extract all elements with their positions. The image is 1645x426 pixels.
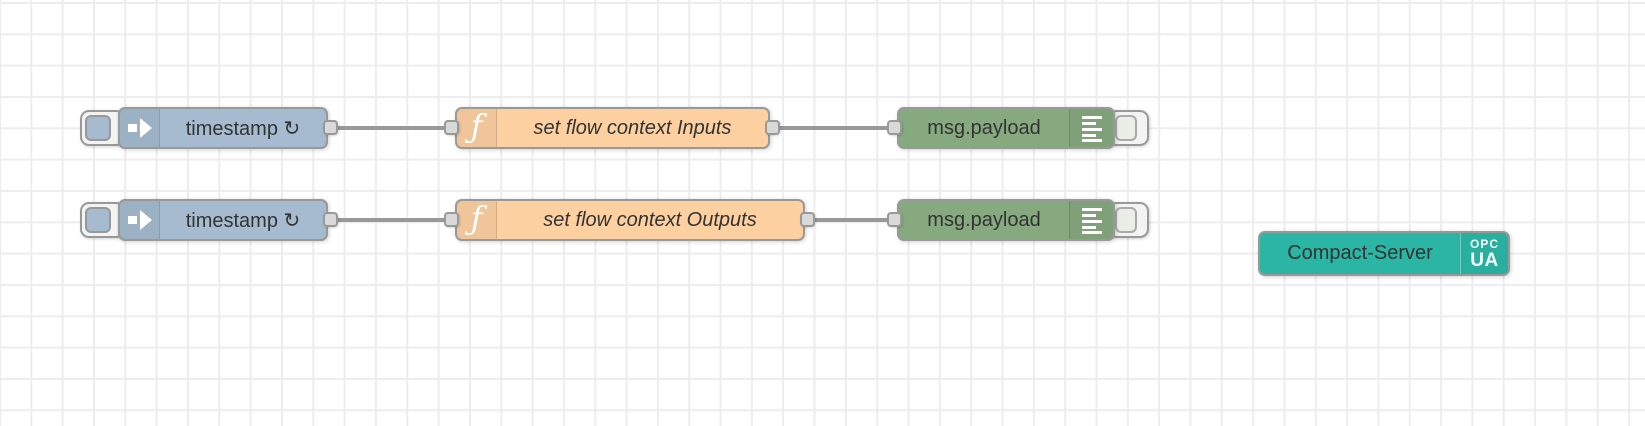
function-f-icon: ƒ: [470, 199, 483, 237]
opc-ua-badge-icon: OPC UA: [1460, 233, 1508, 274]
inject-node-label: timestamp ↻: [185, 117, 301, 140]
function-node-label: set flow context Inputs: [533, 116, 732, 139]
debug-input-port-2[interactable]: [887, 212, 902, 227]
function-output-port-2[interactable]: [800, 212, 815, 227]
inject-output-port-2[interactable]: [323, 212, 338, 227]
opc-badge-line1: OPC: [1469, 236, 1499, 251]
debug-toggle-square-1[interactable]: [1115, 115, 1137, 141]
function-icon-section: ƒ: [457, 109, 497, 147]
inject-icon-section: [120, 109, 160, 147]
inject-button-square-2[interactable]: [85, 207, 111, 233]
debug-node-label: msg.payload: [927, 116, 1041, 139]
debug-node-label: msg.payload: [927, 208, 1041, 231]
server-node-label: Compact-Server: [1287, 242, 1433, 264]
opcua-compact-server-node[interactable]: Compact-Server OPC UA: [1258, 231, 1510, 276]
wire-inject1-function1[interactable]: [331, 126, 451, 130]
function-f-icon: ƒ: [470, 107, 483, 145]
wire-function2-debug2[interactable]: [807, 218, 895, 222]
debug-icon-section: [1069, 201, 1113, 239]
wire-inject2-function2[interactable]: [331, 218, 451, 222]
debug-toggle-square-2[interactable]: [1115, 207, 1137, 233]
debug-node-1[interactable]: msg.payload: [897, 107, 1115, 149]
function-input-port-2[interactable]: [444, 212, 459, 227]
debug-node-2[interactable]: msg.payload: [897, 199, 1115, 241]
inject-button-1[interactable]: [80, 110, 125, 146]
inject-node-label: timestamp ↻: [185, 209, 301, 232]
function-node-2[interactable]: ƒ set flow context Outputs: [455, 199, 805, 241]
function-input-port-1[interactable]: [444, 120, 459, 135]
inject-arrow-icon: [127, 210, 152, 230]
debug-list-icon: [1081, 208, 1102, 234]
inject-arrow-icon: [127, 118, 152, 138]
function-node-1[interactable]: ƒ set flow context Inputs: [455, 107, 770, 149]
inject-button-square-1[interactable]: [85, 115, 111, 141]
function-icon-section: ƒ: [457, 201, 497, 239]
function-node-label: set flow context Outputs: [543, 208, 757, 231]
debug-list-icon: [1081, 116, 1102, 142]
debug-icon-section: [1069, 109, 1113, 147]
inject-icon-section: [120, 201, 160, 239]
debug-input-port-1[interactable]: [887, 120, 902, 135]
inject-button-2[interactable]: [80, 202, 125, 238]
inject-node-2[interactable]: timestamp ↻: [118, 199, 328, 241]
inject-output-port-1[interactable]: [323, 120, 338, 135]
function-output-port-1[interactable]: [765, 120, 780, 135]
wire-function1-debug1[interactable]: [772, 126, 895, 130]
opc-badge-line2: UA: [1470, 249, 1499, 271]
inject-node-1[interactable]: timestamp ↻: [118, 107, 328, 149]
